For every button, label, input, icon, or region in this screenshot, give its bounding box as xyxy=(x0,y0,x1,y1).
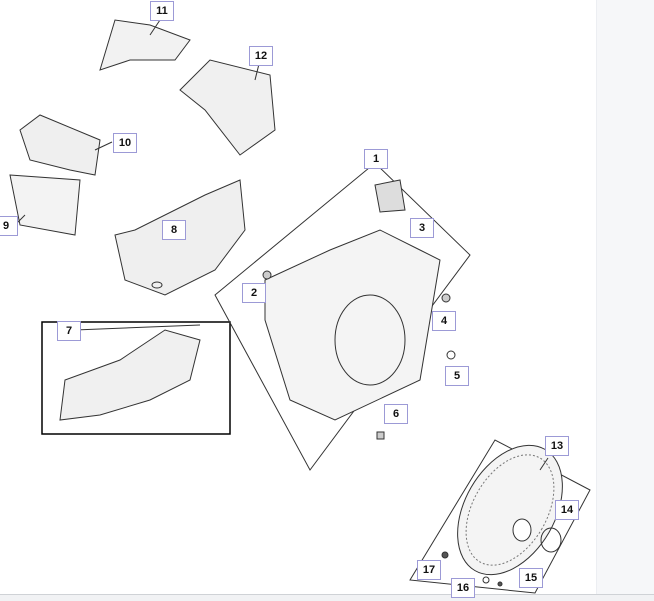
housing-frame xyxy=(214,162,471,471)
part-10-bracket xyxy=(19,114,101,176)
callout-14[interactable]: 14 xyxy=(555,500,579,520)
side-panel xyxy=(596,0,654,600)
part-1-housing xyxy=(264,229,441,421)
part-12-shield xyxy=(179,59,276,156)
bottom-scrollbar[interactable] xyxy=(0,594,654,601)
callout-2[interactable]: 2 xyxy=(242,283,266,303)
callout-6[interactable]: 6 xyxy=(384,404,408,424)
inset-box-7 xyxy=(41,321,231,435)
callout-13[interactable]: 13 xyxy=(545,436,569,456)
part-9-baffle xyxy=(9,174,81,236)
callout-11[interactable]: 11 xyxy=(150,1,174,21)
callout-4[interactable]: 4 xyxy=(432,311,456,331)
callout-3[interactable]: 3 xyxy=(410,218,434,238)
part-11-shield xyxy=(99,19,191,71)
callout-17[interactable]: 17 xyxy=(417,560,441,580)
callout-7[interactable]: 7 xyxy=(57,321,81,341)
callout-16[interactable]: 16 xyxy=(451,578,475,598)
callout-12[interactable]: 12 xyxy=(249,46,273,66)
callout-10[interactable]: 10 xyxy=(113,133,137,153)
callout-5[interactable]: 5 xyxy=(445,366,469,386)
guard-frame xyxy=(409,439,591,594)
part-14-seal xyxy=(540,527,562,553)
part-3-plate xyxy=(374,179,406,213)
callout-15[interactable]: 15 xyxy=(519,568,543,588)
callout-1[interactable]: 1 xyxy=(364,149,388,169)
callout-8[interactable]: 8 xyxy=(162,220,186,240)
callout-9[interactable]: 9 xyxy=(0,216,18,236)
